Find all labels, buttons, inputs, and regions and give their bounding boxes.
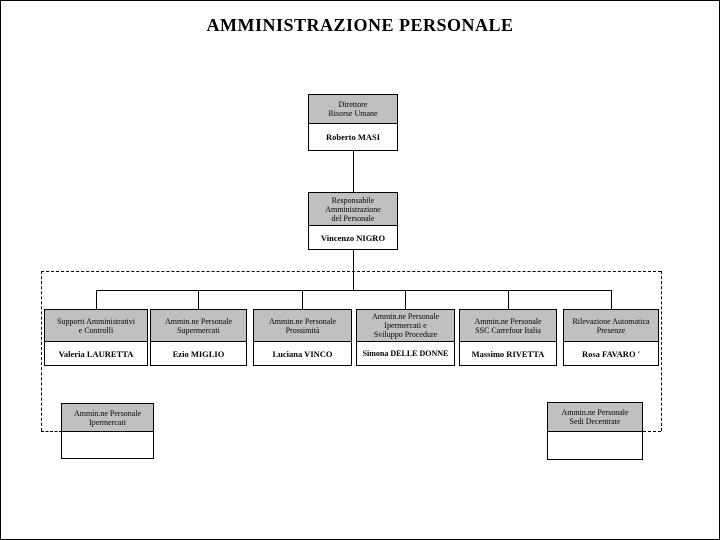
connector-stub-3 <box>302 290 303 309</box>
connector-stub-4 <box>405 290 406 309</box>
box-role-label: Direttore Risorse Umane <box>309 95 397 124</box>
box-personale-ipermercati: Ammin.ne Personale Ipermercati <box>61 403 154 459</box>
group-frame-bottom-left-stub <box>41 431 62 432</box>
box-role-label: Ammin.ne Personale Ipermercati e Svilupp… <box>357 310 454 342</box>
group-frame-top <box>41 271 661 272</box>
box-role-label: Responsabile Amministrazione del Persona… <box>309 193 397 226</box>
box-personale-sedi-decentrate: Ammin.ne Personale Sedi Decentrate <box>547 402 643 460</box>
box-role-label: Rilevazione Automatica Presenze <box>564 310 658 342</box>
connector-stub-1 <box>96 290 97 309</box>
box-role-label: Ammin.ne Personale Supermercati <box>151 310 246 342</box>
connector-responsabile-trunk <box>353 250 354 291</box>
group-frame-right <box>661 271 662 431</box>
box-person-name: Valeria LAURETTA <box>45 342 147 365</box>
box-person-name <box>548 432 642 459</box>
box-role-label: Ammin.ne Personale Prossimità <box>254 310 351 342</box>
box-role-label: Supporti Amministrativi e Controlli <box>45 310 147 342</box>
box-personale-prossimita: Ammin.ne Personale Prossimità Luciana VI… <box>253 309 352 366</box>
box-person-name <box>62 432 153 458</box>
box-role-label: Ammin.ne Personale SSC Carrefour Italia <box>460 310 556 342</box>
box-person-name: Vincenzo NIGRO <box>309 226 397 249</box>
box-person-name: Roberto MASI <box>309 124 397 150</box>
page-title: AMMINISTRAZIONE PERSONALE <box>206 15 514 35</box>
connector-stub-2 <box>198 290 199 309</box>
box-personale-ipermercati-sviluppo: Ammin.ne Personale Ipermercati e Svilupp… <box>356 309 455 366</box>
box-personale-supermercati: Ammin.ne Personale Supermercati Ezio MIG… <box>150 309 247 366</box>
box-rilevazione-automatica: Rilevazione Automatica Presenze Rosa FAV… <box>563 309 659 366</box>
connector-stub-5 <box>508 290 509 309</box>
box-responsabile-amministrazione: Responsabile Amministrazione del Persona… <box>308 192 398 250</box>
group-frame-bottom-right-stub <box>643 431 661 432</box>
box-person-name: Luciana VINCO <box>254 342 351 365</box>
box-person-name: Simona DELLE DONNE <box>357 342 454 365</box>
box-person-name: Massimo RIVETTA <box>460 342 556 365</box>
box-role-label: Ammin.ne Personale Sedi Decentrate <box>548 403 642 432</box>
box-person-name: Ezio MIGLIO <box>151 342 246 365</box>
connector-direttore-responsabile <box>353 150 354 192</box>
box-person-name: Rosa FAVARO ' <box>564 342 658 365</box>
connector-horizontal-bus <box>96 290 612 291</box>
box-role-label: Ammin.ne Personale Ipermercati <box>62 404 153 432</box>
box-supporti-amministrativi: Supporti Amministrativi e Controlli Vale… <box>44 309 148 366</box>
box-personale-ssc-carrefour: Ammin.ne Personale SSC Carrefour Italia … <box>459 309 557 366</box>
connector-stub-6 <box>611 290 612 309</box>
group-frame-left <box>41 271 42 431</box>
box-direttore-risorse-umane: Direttore Risorse Umane Roberto MASI <box>308 94 398 151</box>
